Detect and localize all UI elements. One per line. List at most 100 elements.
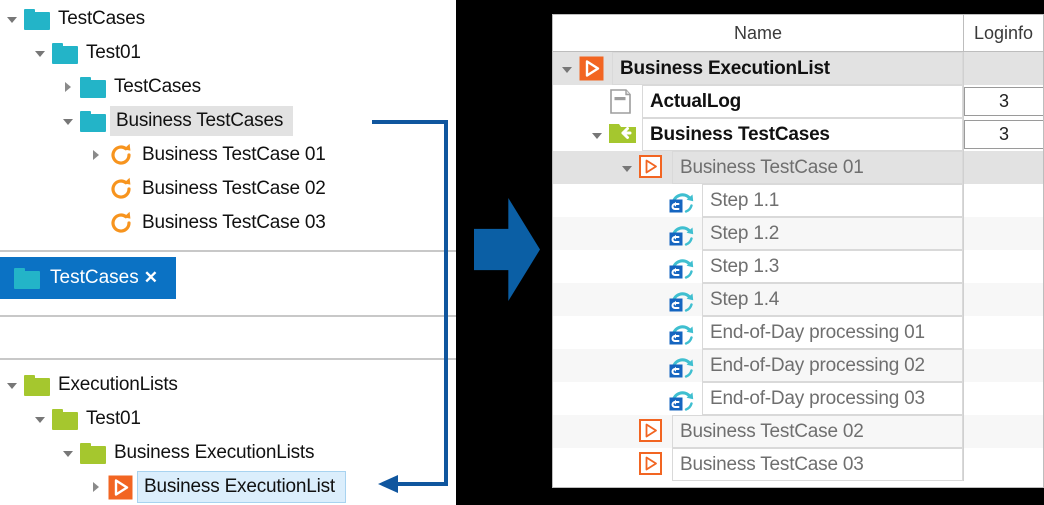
expander-expand-icon[interactable] (60, 70, 76, 104)
tree-item-label: Business TestCases (110, 106, 294, 136)
table-row[interactable]: Step 1.4 (553, 283, 1043, 316)
loginfo-value[interactable]: 3 (964, 120, 1043, 149)
cell-name: Business TestCase 03 (553, 448, 963, 481)
tree-item[interactable]: Business ExecutionLists (0, 436, 456, 470)
expander-collapse-icon[interactable] (60, 436, 76, 470)
expander-collapse-icon[interactable] (4, 368, 20, 402)
tree-item[interactable]: Business ExecutionList (0, 470, 456, 504)
expander-collapse-icon[interactable] (32, 36, 48, 70)
table-row[interactable]: Business TestCase 02 (553, 415, 1043, 448)
column-header-loginfo[interactable]: Loginfo (973, 22, 1034, 43)
expander-expand-icon[interactable] (88, 138, 104, 172)
tree-item-label: TestCases (114, 76, 201, 97)
tree-item[interactable]: ExecutionLists (0, 368, 456, 402)
testcase-outline-icon (639, 452, 664, 477)
cell-loginfo (963, 316, 1043, 349)
name-cell-box: ActualLog (642, 85, 963, 118)
cell-loginfo (963, 184, 1043, 217)
row-label: End-of-Day processing 03 (710, 387, 925, 409)
folder-green-icon (24, 374, 50, 396)
cell-loginfo: 3 (963, 118, 1043, 151)
table-row[interactable]: Step 1.3 (553, 250, 1043, 283)
table-row[interactable]: Business TestCase 03 (553, 448, 1043, 481)
name-cell-box: Business ExecutionList (612, 52, 963, 85)
expander-collapse-icon[interactable] (4, 2, 20, 36)
table-row[interactable]: End-of-Day processing 01 (553, 316, 1043, 349)
connector-vertical-segment (444, 120, 448, 486)
table-row[interactable]: End-of-Day processing 03 (553, 382, 1043, 415)
table-row[interactable]: End-of-Day processing 02 (553, 349, 1043, 382)
cell-name: Business ExecutionList (553, 52, 963, 85)
cell-name: ActualLog (553, 85, 963, 118)
step-icon (669, 188, 694, 213)
executionlist-icon (108, 475, 133, 500)
row-label: Business TestCases (650, 123, 830, 145)
row-label: End-of-Day processing 01 (710, 321, 925, 343)
expander-collapse-icon[interactable] (60, 104, 76, 138)
tree-item[interactable]: Business TestCase 03 (0, 206, 456, 240)
row-icon-wrap (635, 151, 672, 184)
tree-item[interactable]: Business TestCase 02 (0, 172, 456, 206)
tree-item-label: Business ExecutionLists (114, 442, 315, 463)
row-icon-wrap (665, 316, 702, 349)
row-icon-wrap (635, 448, 672, 481)
step-icon (669, 386, 694, 411)
row-label: End-of-Day processing 02 (710, 354, 925, 376)
cell-loginfo: 3 (963, 85, 1043, 118)
tab-label: TestCases (50, 267, 139, 288)
expander-collapse-icon[interactable] (619, 151, 635, 184)
row-label: Business ExecutionList (620, 57, 830, 79)
flow-arrow-icon (474, 198, 540, 301)
tree-item[interactable]: TestCases (0, 2, 456, 36)
folder-teal-icon (80, 76, 106, 98)
name-cell-box: Business TestCase 03 (672, 448, 963, 481)
tree-item[interactable]: Business TestCases (0, 104, 456, 138)
tree-item[interactable]: Test01 (0, 402, 456, 436)
connector-top-segment (372, 120, 448, 124)
table-row[interactable]: Business TestCases 3 (553, 118, 1043, 151)
row-label: Business TestCase 02 (680, 420, 864, 442)
cell-loginfo (963, 250, 1043, 283)
table-row[interactable]: Business TestCase 01 (553, 151, 1043, 184)
close-icon[interactable]: ✕ (143, 268, 158, 287)
row-icon-wrap (665, 382, 702, 415)
testcase-refresh-icon (108, 142, 134, 168)
row-label: Step 1.3 (710, 255, 780, 277)
table-row[interactable]: Business ExecutionList (553, 52, 1043, 85)
cell-loginfo (963, 382, 1043, 415)
cell-loginfo (963, 283, 1043, 316)
cell-name: Business TestCases (553, 118, 963, 151)
expander-collapse-icon[interactable] (559, 52, 575, 85)
tree-item[interactable]: Business TestCase 01 (0, 138, 456, 172)
tree-item-label: Business TestCase 01 (142, 144, 326, 165)
name-cell-box: Step 1.2 (702, 217, 963, 250)
cell-name: Step 1.4 (553, 283, 963, 316)
name-cell-box: Business TestCase 01 (672, 151, 963, 184)
loginfo-value[interactable]: 3 (964, 87, 1043, 116)
folder-green-icon (80, 442, 106, 464)
tree-item[interactable]: TestCases (0, 70, 456, 104)
cell-name: End-of-Day processing 03 (553, 382, 963, 415)
expander-collapse-icon[interactable] (589, 118, 605, 151)
column-header-name[interactable]: Name (553, 15, 964, 51)
row-icon-wrap (665, 349, 702, 382)
row-icon-wrap (665, 184, 702, 217)
folder-teal-icon (14, 267, 40, 289)
expander-expand-icon[interactable] (88, 470, 104, 504)
row-icon-wrap (665, 283, 702, 316)
cell-name: Step 1.2 (553, 217, 963, 250)
tree-item[interactable]: Test01 (0, 36, 456, 70)
table-row[interactable]: Step 1.1 (553, 184, 1043, 217)
expander-collapse-icon[interactable] (32, 402, 48, 436)
row-label: Business TestCase 01 (680, 156, 864, 178)
grid-header: Name Loginfo (553, 15, 1043, 52)
table-row[interactable]: Step 1.2 (553, 217, 1043, 250)
tab-testcases[interactable]: TestCases ✕ (0, 257, 176, 299)
testcase-refresh-icon (108, 210, 134, 236)
